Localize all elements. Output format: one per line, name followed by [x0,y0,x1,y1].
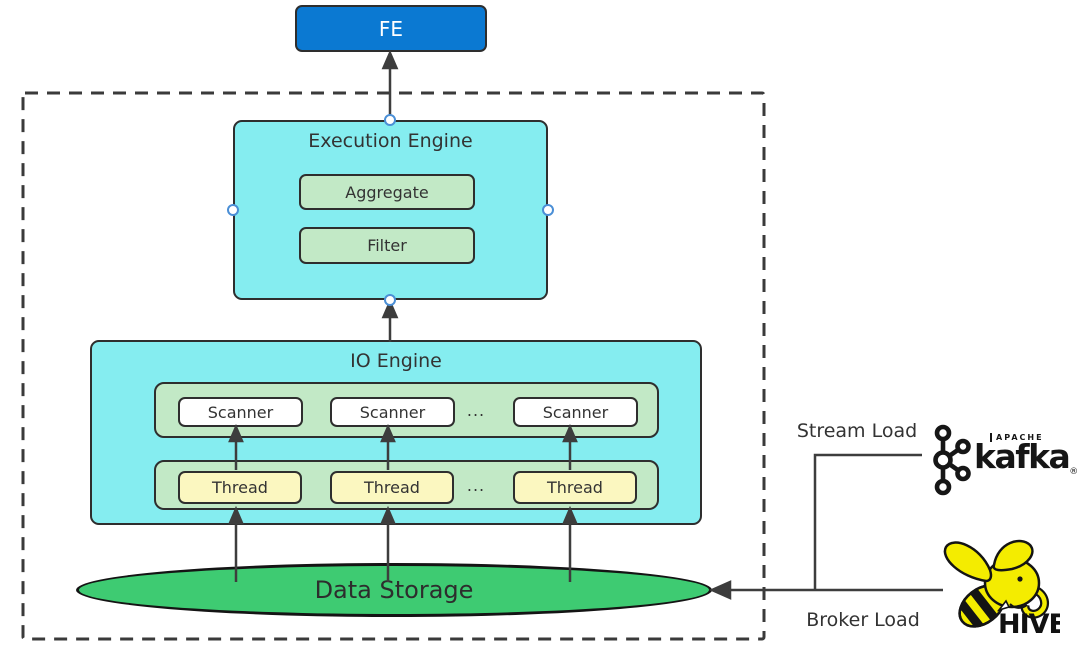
aggregate-operator-node[interactable]: Aggregate [299,174,475,210]
data-storage-node[interactable]: Data Storage [76,563,712,617]
fe-label: FE [378,16,404,41]
kafka-wordmark: kafka [974,437,1071,476]
hive-bee-elephant [943,539,1050,635]
execution-engine-node[interactable]: Execution Engine Aggregate Filter [233,120,548,300]
broker-load-connector[interactable] [708,580,943,600]
registered-mark: ® [1069,467,1079,477]
thread-ellipsis: ... [466,475,486,495]
io-engine-node[interactable]: IO Engine Scanner Scanner ... Scanner Th… [90,340,702,525]
kafka-icon[interactable] [926,424,974,496]
stream-load-label: Stream Load [796,420,918,442]
scanner-node[interactable]: Scanner [330,397,455,427]
scanner-node[interactable]: Scanner [178,397,303,427]
kafka-apache-text: APACHE [990,433,1078,442]
scanner-group[interactable]: Scanner Scanner ... Scanner [154,382,659,438]
thread-node[interactable]: Thread [330,471,454,504]
scanner-ellipsis: ... [466,400,486,420]
thread-group[interactable]: Thread Thread ... Thread [154,460,659,510]
filter-operator-node[interactable]: Filter [299,227,475,264]
broker-load-label: Broker Load [806,609,920,631]
arrow-execution-to-fe[interactable] [381,49,399,120]
kafka-logo[interactable]: APACHE kafka® [974,433,1078,487]
scanner-node[interactable]: Scanner [513,397,638,427]
hive-wordmark: HIVE [998,609,1060,638]
thread-node[interactable]: Thread [178,471,302,504]
arrow-io-to-execution[interactable] [381,298,399,342]
hive-mascot-logo[interactable]: HIVE [940,534,1060,638]
thread-node[interactable]: Thread [513,471,637,504]
io-engine-title: IO Engine [350,350,442,372]
execution-engine-title: Execution Engine [308,130,473,152]
stream-load-connector[interactable] [813,453,922,590]
fe-node[interactable]: FE [295,5,487,52]
data-storage-label: Data Storage [314,576,474,604]
